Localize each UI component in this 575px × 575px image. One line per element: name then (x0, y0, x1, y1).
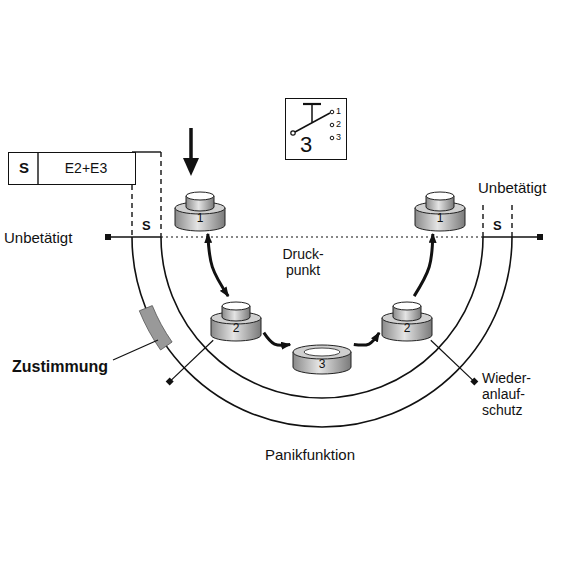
signal-line (132, 151, 161, 152)
state-label: Unbetätigt (4, 229, 72, 246)
restart-label: Wieder- anlauf- schutz (482, 370, 546, 418)
enable-band (139, 306, 172, 350)
signal-label: S (142, 219, 151, 234)
dashed-marker (511, 205, 512, 237)
pressure-point-label: Druck- punkt (270, 246, 336, 278)
button-cap-top (222, 302, 250, 310)
node-text: 2 (336, 120, 341, 130)
outer-arc (132, 237, 512, 427)
contact-dot (330, 123, 334, 127)
line-end-square (105, 234, 111, 240)
button-position: 2 (210, 298, 262, 342)
dashed-marker (482, 205, 483, 237)
node-text: 1 (174, 212, 226, 225)
button-illustration (414, 188, 466, 232)
leader-line (113, 340, 158, 360)
button-illustration (174, 188, 226, 232)
tick-diamond (166, 378, 174, 386)
transition-arrow (264, 333, 290, 346)
node-text: S (9, 160, 39, 177)
contact-dot (330, 136, 334, 140)
signal-box: SE2+E3 (8, 152, 136, 185)
node-text: 1 (414, 212, 466, 225)
cell-divider (37, 152, 38, 185)
transition-arrow (354, 333, 379, 345)
node-text: 2 (210, 322, 262, 335)
button-cap-top (426, 192, 454, 200)
state-label: Unbetätigt (478, 179, 546, 196)
panic-label: Panikfunktion (265, 446, 355, 463)
button-position: 1 (174, 188, 226, 232)
transition-arrow (208, 234, 228, 296)
dashed-marker (131, 185, 132, 237)
node-text: 3 (292, 358, 352, 371)
node-text: 2 (381, 322, 433, 335)
push-stem (311, 104, 313, 123)
button-ring (304, 348, 340, 356)
node-text: E2+E3 (39, 161, 133, 176)
button-cap-top (186, 192, 214, 200)
button-position: 3 (292, 342, 352, 376)
signal-label: S (493, 219, 502, 234)
tick-marker (431, 340, 475, 381)
contact-dot (330, 110, 334, 114)
button-illustration (381, 298, 433, 342)
node-text: 3 (300, 133, 312, 157)
push-head (303, 103, 321, 105)
button-position: 2 (381, 298, 433, 342)
transition-arrow (414, 234, 433, 296)
node-text: 1 (336, 107, 341, 117)
line-end-square (537, 234, 543, 240)
dashed-marker (160, 152, 161, 237)
press-arrow-head (183, 158, 199, 176)
button-cap-top (393, 302, 421, 310)
enable-label: Zustimmung (12, 358, 108, 376)
tick-diamond (470, 378, 478, 386)
switch-symbol: 3 1 2 3 (285, 98, 347, 160)
switch-pivot (291, 131, 295, 135)
rest-line (108, 236, 161, 237)
button-top (293, 345, 351, 359)
button-position: 1 (414, 188, 466, 232)
press-arrow (189, 128, 193, 160)
button-illustration (210, 298, 262, 342)
node-text: 3 (336, 133, 341, 143)
tick-marker (170, 340, 214, 381)
